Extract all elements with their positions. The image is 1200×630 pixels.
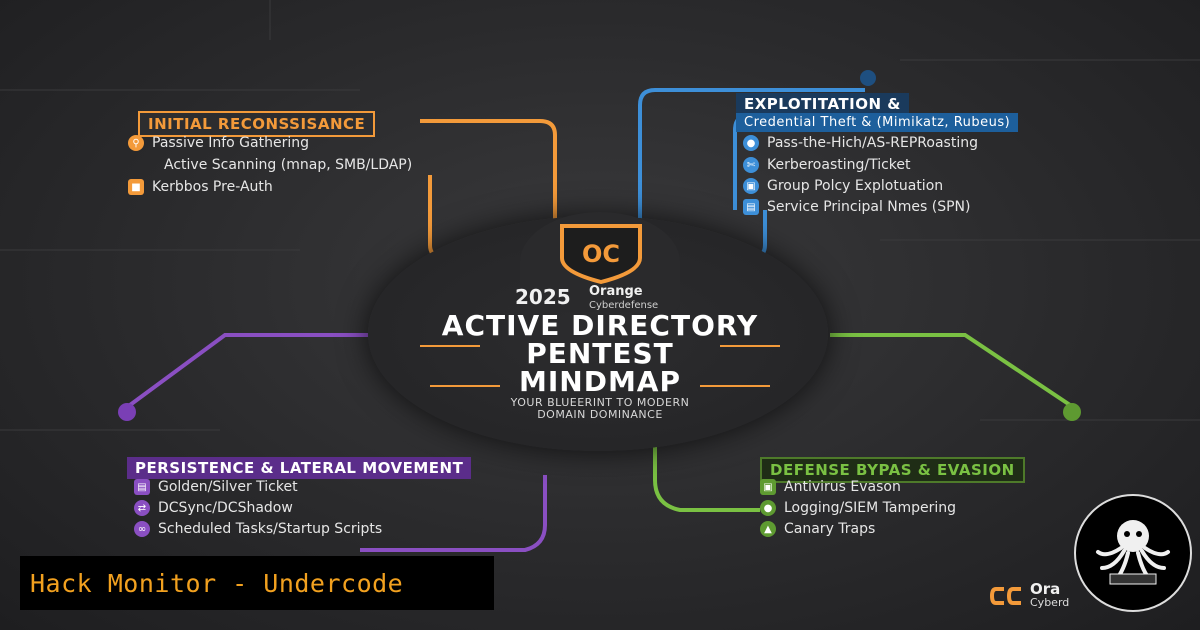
corner-brand-sub: Cyberd [1030,596,1070,609]
brand-name: Orange [589,284,643,299]
persist-item-label: DCSync/DCShadow [158,500,293,516]
corner-brand-name: Ora [1030,580,1061,598]
ticket-icon: ✄ [743,157,759,173]
brand-sub: Cyberdefense [589,300,659,311]
undercode-badge [1074,494,1192,612]
user-icon: ● [760,500,776,516]
persist-title: PERSISTENCE & LATERAL MOVEMENT [127,457,472,479]
persist-node-icon [118,403,136,421]
server-icon: ▤ [743,199,759,215]
exploit-item-label: Service Principal Nmes (SPN) [767,199,971,215]
ticket-icon: ▤ [134,479,150,495]
exploit-item-gpo: ▣ Group Polcy Explotuation [743,178,943,194]
octopus-icon [1096,520,1170,585]
title-line-1: ACTIVE DIRECTORY [441,309,759,342]
persist-item-golden: ▤ Golden/Silver Ticket [134,479,298,495]
main-title: ACTIVE DIRECTORY PENTEST MINDMAP [380,312,820,396]
defense-node-icon [1063,403,1081,421]
exploit-subtitle: Credential Theft & (Mimikatz, Rubeus) [736,113,1019,132]
recon-item-label: Passive Info Gathering [152,135,309,151]
logo-letters: OC [582,240,620,268]
defense-item-label: Canary Traps [784,521,876,537]
shield-icon: ▣ [760,479,776,495]
exploit-title: EXPLOTITATION & [736,93,909,115]
user-icon: ● [743,135,759,151]
defense-item-canary: ▲ Canary Traps [760,521,875,537]
search-icon: ⚲ [128,135,144,151]
exploit-item-pth: ● Pass-the-Hich/AS-REPRoasting [743,135,978,151]
orange-shield-logo: OC [560,224,642,284]
exploit-item-spn: ▤ Service Principal Nmes (SPN) [743,199,971,215]
title-line-2: PENTEST [526,337,674,370]
key-icon: ■ [128,179,144,195]
bird-icon: ▲ [760,521,776,537]
sync-icon: ⇄ [134,500,150,516]
persist-item-tasks: ∞ Scheduled Tasks/Startup Scripts [134,521,382,537]
subtitle-line-1: YOUR BLUEERINT TO MODERN [510,396,690,409]
defense-item-label: Antivirus Evason [784,479,901,495]
corner-brand: Ora Cyberd [990,582,1069,609]
defense-item-label: Logging/SIEM Tampering [784,500,957,516]
persist-item-label: Scheduled Tasks/Startup Scripts [158,521,383,537]
recon-item-passive: ⚲ Passive Info Gathering [128,135,309,151]
defense-item-logging: ● Logging/SIEM Tampering [760,500,956,516]
persist-item-dcsync: ⇄ DCSync/DCShadow [134,500,293,516]
exploit-item-label: Pass-the-Hich/AS-REPRoasting [767,135,978,151]
subtitle-line-2: DOMAIN DOMINANCE [537,408,663,421]
recon-item-label: Kerbbos Pre-Auth [152,179,273,195]
recon-title: INITIAL RECONSSISANCE [138,111,376,137]
recon-item-label: Active Scanning (mnap, SMB/LDAP) [164,157,413,173]
persist-item-label: Golden/Silver Ticket [158,479,298,495]
title-accent-lines [420,345,780,387]
exploit-item-label: Group Polcy Explotuation [767,178,944,194]
exploit-item-label: Kerberoasting/Ticket [767,157,911,173]
recon-item-active: Active Scanning (mnap, SMB/LDAP) [164,157,412,173]
exploit-item-kerberoasting: ✄ Kerberoasting/Ticket [743,157,911,173]
link-icon: ∞ [134,521,150,537]
subtitle: YOUR BLUEERINT TO MODERN DOMAIN DOMINANC… [440,397,760,421]
recon-item-kerberos: ■ Kerbbos Pre-Auth [128,179,273,195]
title-line-3: MINDMAP [518,365,681,398]
orange-cc-logo [990,586,1021,605]
lock-icon: ▣ [743,178,759,194]
hack-monitor-banner: Hack Monitor - Undercode [20,556,494,610]
exploit-node-icon [860,70,876,86]
defense-title: DEFENSE BYPAS & EVASION [760,457,1025,483]
brand-year: 2025 [515,285,571,309]
defense-item-av: ▣ Antivirus Evason [760,479,901,495]
